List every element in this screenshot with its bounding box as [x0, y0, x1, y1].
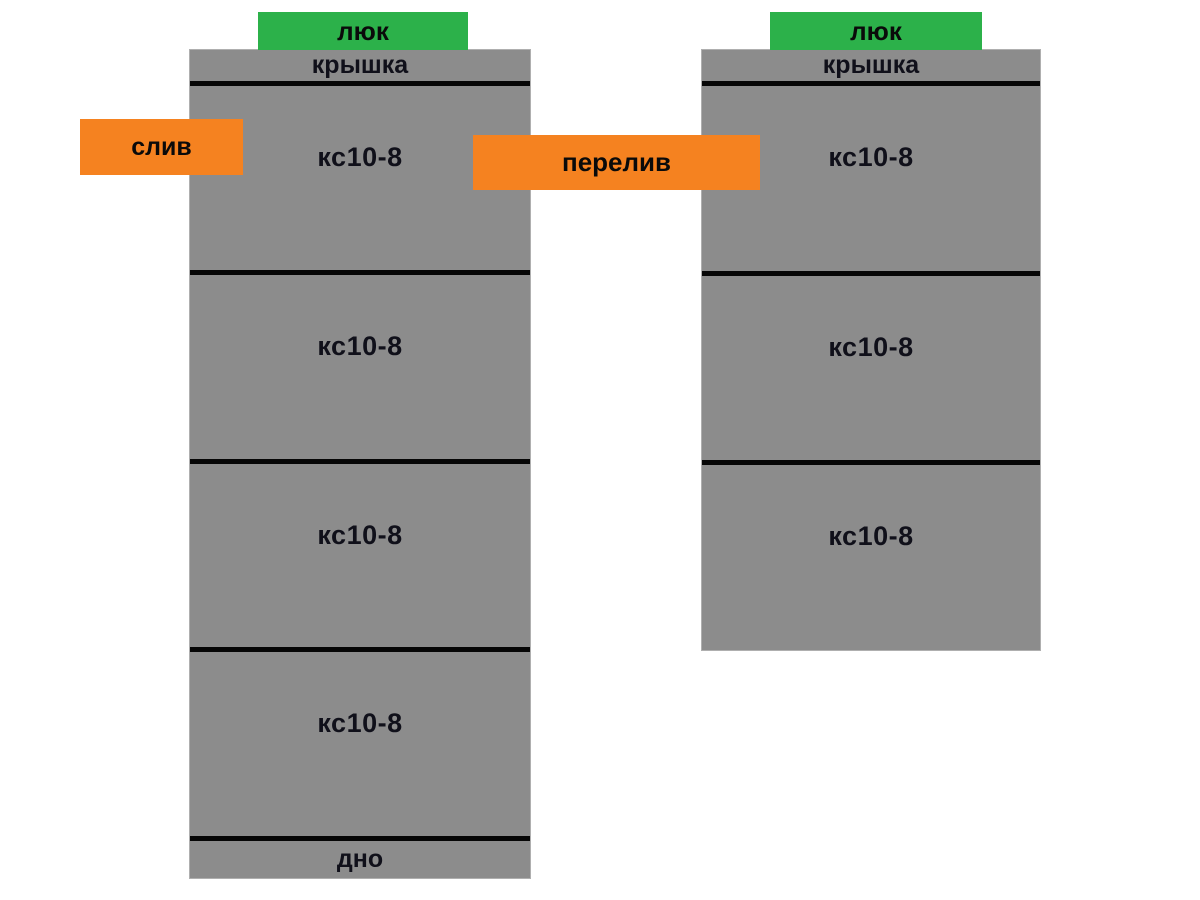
ring-segment: кс10-8	[190, 275, 530, 464]
ring-segment: кс10-8	[190, 86, 530, 275]
ring-segment: кс10-8	[190, 464, 530, 653]
ring-segment: кс10-8	[190, 652, 530, 841]
cover-band-left: крышка	[190, 50, 530, 86]
ring-segment: кс10-8	[702, 86, 1040, 276]
ring-label: кс10-8	[828, 142, 914, 172]
bottom-band-left: дно	[336, 845, 384, 873]
overflow-callout: перелив	[473, 135, 760, 190]
ring-label: кс10-8	[317, 330, 403, 361]
ring-label: кс10-8	[317, 708, 403, 739]
ring-label: кс10-8	[317, 519, 403, 550]
ring-label: кс10-8	[317, 142, 403, 172]
drain-callout: слив	[80, 119, 243, 175]
ring-segment: кс10-8	[702, 276, 1040, 466]
hatch-label-right: люк	[770, 12, 982, 50]
ring-label: кс10-8	[828, 521, 914, 552]
ring-segment: кс10-8	[702, 465, 1040, 650]
ring-label: кс10-8	[828, 331, 914, 362]
cover-band-right: крышка	[702, 50, 1040, 86]
hatch-label-left: люк	[258, 12, 468, 50]
